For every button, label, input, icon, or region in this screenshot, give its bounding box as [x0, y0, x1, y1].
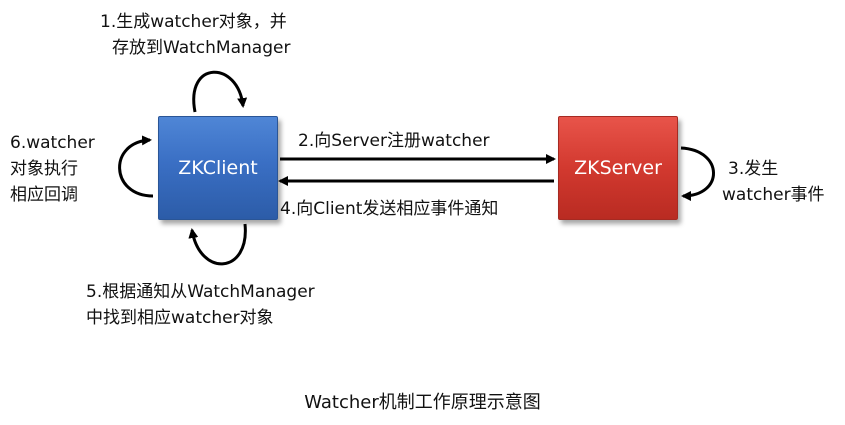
- step4-label: 4.向Client发送相应事件通知: [280, 199, 499, 219]
- zkserver-box: ZKServer: [558, 116, 678, 220]
- step2-label: 2.向Server注册watcher: [298, 131, 490, 151]
- loop-arrow-left: [118, 135, 154, 198]
- zkclient-box: ZKClient: [158, 116, 278, 220]
- zkclient-label: ZKClient: [178, 157, 258, 179]
- loop-arrow-bottom: [188, 223, 247, 266]
- step3-label: 3.发生 watcher事件: [722, 159, 825, 205]
- step6-label: 6.watcher 对象执行 相应回调: [10, 133, 95, 205]
- loop-arrow-right: [680, 146, 715, 201]
- step1-label: 1.生成watcher对象，并 存放到WatchManager: [100, 12, 291, 58]
- step5-label: 5.根据通知从WatchManager 中找到相应watcher对象: [86, 282, 315, 328]
- loop-arrow-top: [192, 70, 248, 113]
- zkserver-label: ZKServer: [574, 157, 662, 179]
- diagram-caption: Watcher机制工作原理示意图: [304, 392, 541, 413]
